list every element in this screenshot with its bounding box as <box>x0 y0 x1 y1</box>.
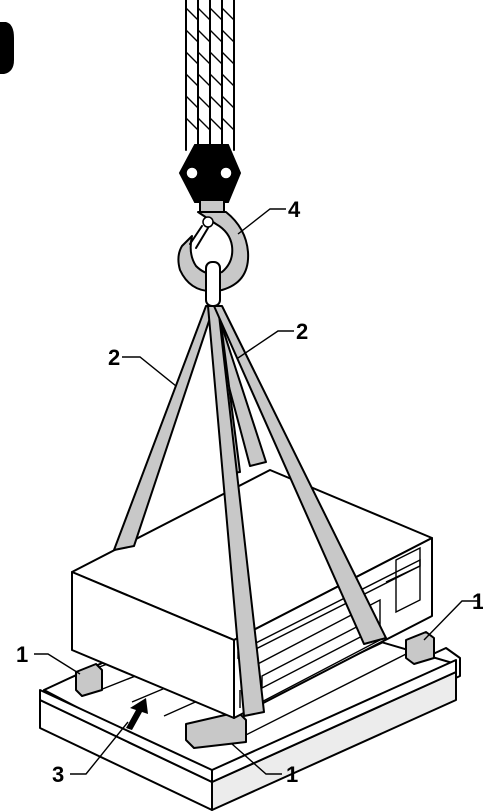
callout-pallet: 3 <box>52 762 64 787</box>
callout-hook: 4 <box>288 197 301 222</box>
callout-sling-left: 2 <box>108 345 120 370</box>
equipment-unit <box>71 469 433 719</box>
leader-lines <box>34 208 478 775</box>
crane-rope <box>183 0 237 151</box>
hook-block <box>178 144 242 213</box>
crane-hook <box>177 211 250 292</box>
callout-foot-pad-right: 1 <box>472 589 483 614</box>
callout-sling-right: 2 <box>296 319 308 344</box>
callout-foot-pad-left: 1 <box>16 642 28 667</box>
pallet-arrow <box>126 698 148 730</box>
sling-straps-front <box>113 305 387 717</box>
callout-foot-pad-front: 1 <box>286 762 298 787</box>
corner-tab <box>0 22 14 74</box>
foot-pads <box>75 631 435 749</box>
lifting-ring <box>205 261 221 307</box>
